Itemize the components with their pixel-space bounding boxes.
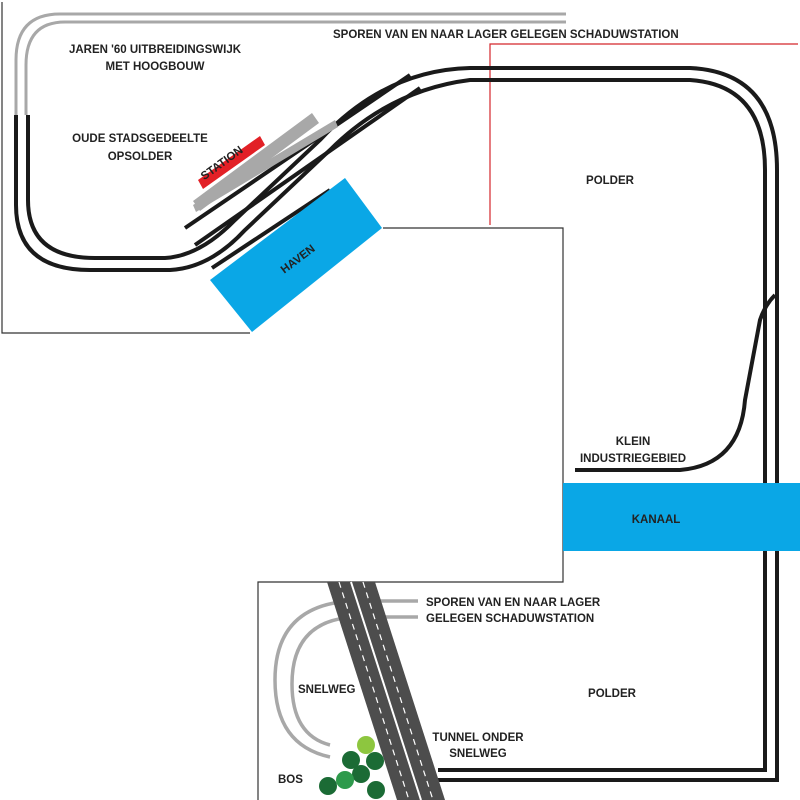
label-schaduw-bottom-line2: GELEGEN SCHADUWSTATION (426, 613, 594, 625)
tree (319, 777, 337, 795)
label-snelweg: SNELWEG (298, 684, 356, 696)
label-polder-bottom: POLDER (588, 688, 637, 700)
label-schaduw-bottom-line1: SPOREN VAN EN NAAR LAGER (426, 597, 601, 609)
station-building (198, 136, 265, 189)
label-oude-stad-line1: OUDE STADSGEDEELTE (72, 133, 208, 145)
kanaal-water (563, 483, 800, 551)
board-outline (1, 2, 564, 800)
station-yard-tracks (183, 73, 422, 270)
label-tunnel-line1: TUNNEL ONDER (432, 732, 524, 744)
industry-branch-track (575, 293, 777, 472)
label-polder-top: POLDER (586, 175, 635, 187)
label-klein-line2: INDUSTRIEGEBIED (580, 453, 686, 465)
station-platform-lower (193, 120, 338, 212)
label-tunnel-line2: SNELWEG (449, 748, 507, 760)
tree (336, 771, 354, 789)
label-jaren60-line1: JAREN '60 UITBREIDINGSWIJK (69, 44, 242, 56)
highway (327, 581, 445, 800)
label-bos: BOS (278, 774, 303, 786)
label-schaduw-top: SPOREN VAN EN NAAR LAGER GELEGEN SCHADUW… (333, 29, 679, 41)
hidden-track-top (14, 12, 566, 115)
label-kanaal: KANAAL (632, 514, 681, 526)
red-connection-line (489, 43, 798, 225)
tree (367, 781, 385, 799)
label-jaren60-line2: MET HOOGBOUW (105, 61, 204, 73)
tree (357, 736, 375, 754)
haven-water (210, 178, 382, 332)
tree (342, 751, 360, 769)
tree (366, 752, 384, 770)
forest-trees (319, 736, 385, 799)
hidden-track-bottom (273, 599, 418, 759)
label-oude-stad-line2: OPSOLDER (108, 151, 173, 163)
tree (352, 765, 370, 783)
label-klein-line1: KLEIN (616, 436, 651, 448)
